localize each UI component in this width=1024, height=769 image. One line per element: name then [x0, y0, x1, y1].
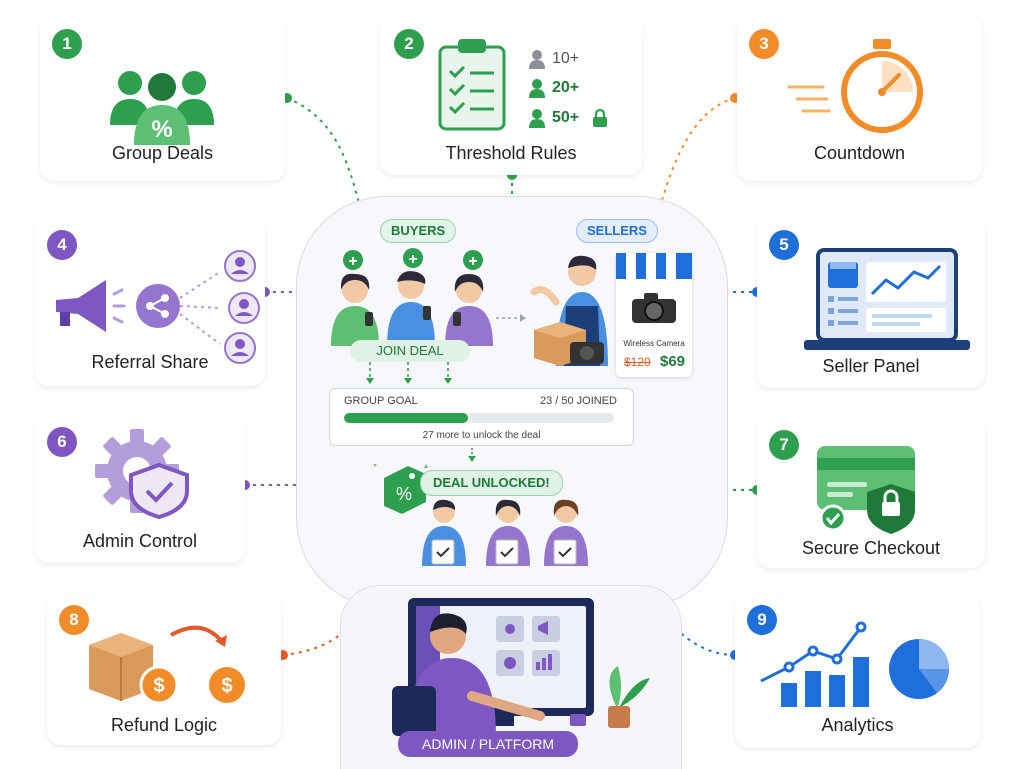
tag-icon: % [374, 464, 428, 514]
person-icon-gray [529, 50, 545, 69]
card-label: Countdown [813, 143, 906, 163]
step-number: 5 [769, 230, 799, 260]
svg-text:%: % [151, 116, 172, 143]
lock-icon [593, 108, 607, 127]
old-price: $120 [624, 355, 651, 369]
svg-text:$: $ [153, 675, 164, 697]
connector-analytics [651, 595, 736, 656]
step-number: 9 [747, 605, 777, 635]
goal-joined: 23 / 50 JOINED [539, 395, 617, 407]
new-price: $69 [660, 353, 686, 370]
card-label: Refund Logic [110, 715, 218, 735]
person-icon-green [529, 109, 545, 128]
product-card[interactable]: Wireless Camera $120 $69 [616, 253, 692, 377]
admin-workstation-illustration [392, 598, 650, 736]
step-number: 4 [47, 230, 77, 260]
card-countdown[interactable]: 3 Countdown [737, 15, 982, 181]
goal-note: 27 more to unlock the deal [422, 430, 541, 441]
deal-unlocked-badge: DEAL UNLOCKED! [420, 470, 563, 496]
card-label: Seller Panel [822, 356, 920, 376]
step-number: 6 [47, 427, 77, 457]
card-label: Referral Share [91, 352, 209, 372]
person-icon-green [529, 79, 545, 98]
card-lock-icon [817, 446, 915, 534]
laptop-dashboard-icon [804, 248, 970, 350]
card-group-deals[interactable]: 1 % Group Deals [40, 15, 285, 181]
progress-fill [344, 413, 469, 423]
group-goal-box: GROUP GOAL 23 / 50 JOINED 27 more to unl… [329, 388, 634, 446]
bar-pie-chart-icon [760, 621, 949, 707]
box-refund-icon: $ $ [89, 625, 245, 705]
gear-shield-icon [95, 429, 189, 520]
card-label: Group Deals [111, 143, 214, 163]
join-deal-button[interactable]: JOIN DEAL [350, 340, 470, 362]
card-refund-logic[interactable]: 8 $ $ Refund Logic [47, 593, 281, 745]
step-number: 8 [59, 605, 89, 635]
progress-track [344, 413, 614, 423]
sellers-badge: SELLERS [576, 219, 658, 243]
svg-text:+: + [348, 253, 357, 270]
card-label: Analytics [821, 715, 894, 735]
group-percent-icon: % [110, 71, 214, 145]
svg-text:%: % [396, 484, 412, 504]
svg-text:+: + [468, 253, 477, 270]
megaphone-share-icon [56, 250, 260, 364]
happy-buyers-illustration [422, 499, 588, 566]
tier-20: 20+ [552, 79, 580, 96]
card-admin-control[interactable]: 6 Admin Control [35, 413, 245, 563]
tier-50: 50+ [552, 109, 580, 126]
camera-icon [632, 293, 676, 323]
buyers-illustration: + + + [331, 248, 493, 346]
connector-group-deals [286, 97, 363, 216]
card-analytics[interactable]: 9 Analytics [735, 593, 980, 748]
connector-countdown [657, 97, 736, 216]
step-number: 3 [749, 29, 779, 59]
card-label: Admin Control [82, 531, 198, 551]
card-threshold-rules[interactable]: 2 10+ 20+ 50+ Threshold Rules [380, 15, 642, 175]
step-number: 1 [52, 29, 82, 59]
goal-title: GROUP GOAL [344, 395, 418, 407]
card-seller-panel[interactable]: 5 Seller Panel [757, 216, 985, 388]
platform-label: ADMIN / PLATFORM [398, 731, 578, 757]
product-name: Wireless Camera [623, 339, 685, 348]
flow-arrows [366, 314, 526, 462]
seller-illustration [530, 255, 608, 366]
svg-text:+: + [408, 251, 417, 268]
buyers-badge: BUYERS [380, 219, 457, 243]
stopwatch-icon [787, 39, 923, 133]
step-number: 7 [769, 430, 799, 460]
storefront-icon [616, 253, 692, 279]
card-referral-share[interactable]: 4 Referral Share [35, 216, 265, 386]
card-label: Secure Checkout [801, 538, 941, 558]
card-label: Threshold Rules [445, 143, 577, 163]
step-number: 2 [394, 29, 424, 59]
card-secure-checkout[interactable]: 7 Secure Checkout [757, 416, 985, 568]
checklist-clipboard-icon [438, 39, 506, 131]
svg-text:$: $ [221, 675, 232, 697]
tier-10: 10+ [552, 50, 580, 67]
